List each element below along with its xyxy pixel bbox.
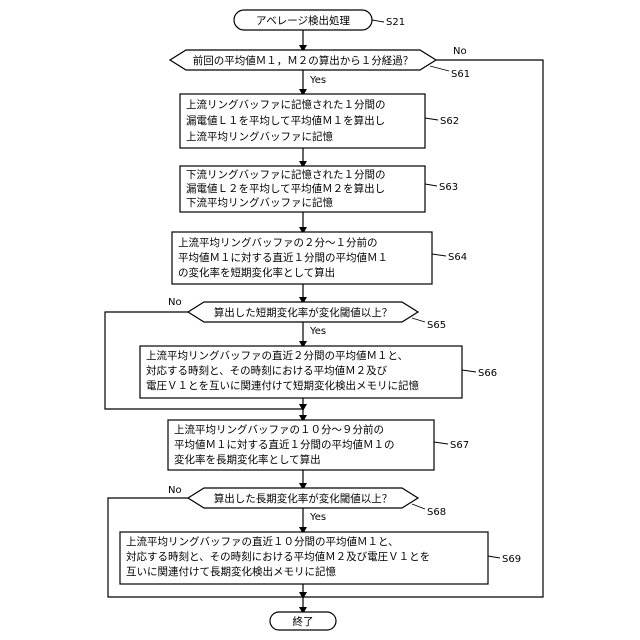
step-label-s69: S69 — [488, 554, 521, 565]
process-s67-line-1: 上流平均リングバッファの１０分〜９分前の — [174, 423, 384, 436]
process-s63-line-3: 下流平均リングバッファに記憶 — [186, 196, 333, 209]
step-s65: S65 — [427, 320, 446, 331]
process-s62-line-3: 上流平均リングバッファに記憶 — [186, 130, 333, 143]
step-s66: S66 — [478, 368, 497, 379]
process-s69-line-1: 上流平均リングバッファの直近１０分間の平均値Ｍ１と、 — [126, 535, 399, 548]
decision-s65-text: 算出した短期変化率が変化閾値以上？ — [214, 306, 393, 319]
step-label-s63: S63 — [425, 182, 458, 193]
process-s62-line-1: 上流リングバッファに記憶された１分間の — [186, 98, 386, 111]
process-s63-line-2: 漏電値Ｌ２を平均して平均値Ｍ２を算出し — [186, 182, 385, 195]
decision-s61-no: No — [453, 46, 467, 57]
step-label-s64: S64 — [432, 252, 467, 263]
step-s68: S68 — [427, 507, 446, 518]
decision-s61-text: 前回の平均値Ｍ１，Ｍ２の算出から１分経過？ — [193, 54, 414, 67]
step-s61: S61 — [451, 69, 470, 80]
decision-s68-yes: Yes — [309, 512, 326, 523]
process-s69: 上流平均リングバッファの直近１０分間の平均値Ｍ１と、 対応する時刻と、その時刻に… — [120, 532, 488, 584]
start-label: アベレージ検出処理 — [256, 14, 351, 27]
step-label-s21: S21 — [372, 17, 405, 28]
decision-s61: 前回の平均値Ｍ１，Ｍ２の算出から１分経過？ — [170, 50, 436, 70]
process-s66-line-3: 電圧Ｖ１とを互いに関連付けて短期変化検出メモリに記憶 — [146, 379, 419, 392]
step-s67: S67 — [450, 440, 469, 451]
decision-s65: 算出した短期変化率が変化閾値以上？ — [188, 302, 418, 322]
step-label-s61: S61 — [430, 66, 470, 80]
step-s63: S63 — [439, 182, 458, 193]
process-s67-line-3: 変化率を長期変化率として算出 — [174, 453, 321, 466]
process-s69-line-3: 互いに関連付けて長期変化検出メモリに記憶 — [126, 565, 336, 578]
process-s67: 上流平均リングバッファの１０分〜９分前の 平均値Ｍ１に対する直近１分間の平均値Ｍ… — [168, 420, 434, 470]
decision-s68-text: 算出した長期変化率が変化閾値以上？ — [214, 492, 393, 505]
step-s62: S62 — [440, 116, 459, 127]
step-label-s66: S66 — [462, 368, 497, 379]
process-s69-line-2: 対応する時刻と、その時刻における平均値Ｍ２及び電圧Ｖ１とを — [126, 550, 430, 563]
end-label: 終了 — [293, 615, 314, 628]
step-label-s62: S62 — [425, 116, 459, 127]
process-s64-line-2: 平均値Ｍ１に対する直近１分間の平均値Ｍ１ — [178, 251, 388, 264]
process-s64-line-1: 上流平均リングバッファの２分〜１分前の — [178, 236, 378, 249]
step-label-s67: S67 — [434, 440, 469, 451]
process-s66: 上流平均リングバッファの直近２分間の平均値Ｍ１と、 対応する時刻と、その時刻にお… — [140, 346, 462, 398]
step-label-s65: S65 — [412, 318, 446, 331]
step-s69: S69 — [502, 554, 521, 565]
process-s67-line-2: 平均値Ｍ１に対する直近１分間の平均値Ｍ１の — [174, 438, 395, 451]
decision-s61-yes: Yes — [309, 75, 326, 86]
start-terminal: アベレージ検出処理 — [234, 10, 372, 30]
process-s62: 上流リングバッファに記憶された１分間の 漏電値Ｌ１を平均して平均値Ｍ１を算出し … — [180, 94, 425, 148]
decision-s65-yes: Yes — [309, 326, 326, 337]
step-label-s68: S68 — [412, 504, 446, 518]
process-s63: 下流リングバッファに記憶された１分間の 漏電値Ｌ２を平均して平均値Ｍ２を算出し … — [180, 166, 425, 212]
process-s63-line-1: 下流リングバッファに記憶された１分間の — [186, 168, 386, 181]
process-s64-line-3: の変化率を短期変化率として算出 — [178, 266, 335, 279]
decision-s68-no: No — [168, 485, 182, 496]
process-s66-line-2: 対応する時刻と、その時刻における平均値Ｍ２及び — [146, 364, 388, 377]
decision-s65-no: No — [168, 297, 182, 308]
decision-s68: 算出した長期変化率が変化閾値以上？ — [188, 488, 418, 508]
step-s64: S64 — [448, 252, 467, 263]
end-terminal: 終了 — [270, 612, 336, 630]
process-s62-line-2: 漏電値Ｌ１を平均して平均値Ｍ１を算出し — [186, 114, 385, 127]
process-s66-line-1: 上流平均リングバッファの直近２分間の平均値Ｍ１と、 — [146, 349, 408, 362]
step-s21: S21 — [386, 17, 405, 28]
process-s64: 上流平均リングバッファの２分〜１分前の 平均値Ｍ１に対する直近１分間の平均値Ｍ１… — [172, 232, 432, 284]
